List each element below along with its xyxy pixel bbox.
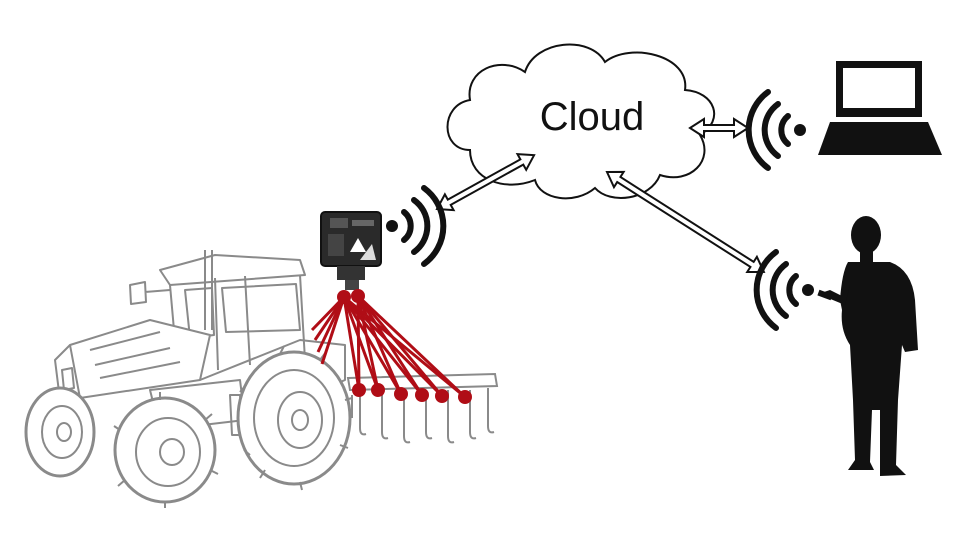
cable-hub-node	[351, 289, 365, 303]
data-logger-icon	[320, 211, 382, 290]
wifi-icon	[757, 252, 814, 328]
cloud-icon: Cloud	[446, 43, 716, 200]
sensor-node	[371, 383, 385, 397]
sensor-cable	[342, 295, 444, 398]
cultivator-icon	[346, 372, 499, 444]
double-arrow-icon	[605, 170, 766, 274]
sensor-cable	[343, 295, 466, 399]
sensor-cables	[310, 289, 472, 404]
cable-hub-node	[337, 290, 351, 304]
double-arrow-icon	[688, 117, 750, 139]
sensor-cable	[342, 296, 380, 391]
sensor-cable	[356, 295, 444, 397]
sensor-node	[352, 383, 366, 397]
wifi-icon	[749, 92, 806, 168]
sensor-cable	[356, 294, 467, 399]
sensor-node	[435, 389, 449, 403]
sensor-node	[458, 390, 472, 404]
cloud-label: Cloud	[540, 95, 645, 139]
double-arrow-icon	[435, 152, 536, 212]
tractor-icon	[24, 250, 353, 508]
wifi-icon	[386, 188, 443, 264]
sensor-node	[394, 387, 408, 401]
sensor-cable	[356, 295, 403, 395]
sensor-cable	[342, 296, 361, 391]
sensor-cable	[342, 296, 403, 395]
person-with-phone-icon	[817, 216, 918, 476]
sensor-cable	[320, 296, 346, 365]
laptop-icon	[818, 61, 942, 155]
sensor-cable	[342, 296, 424, 396]
sensor-node	[415, 388, 429, 402]
